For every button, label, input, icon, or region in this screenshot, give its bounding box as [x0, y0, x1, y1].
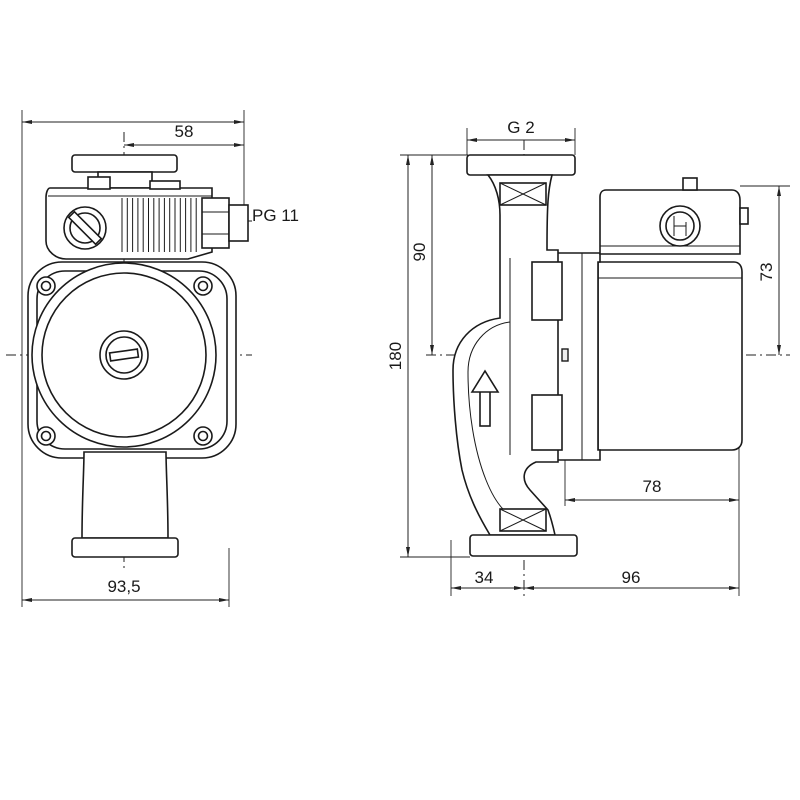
dimension-label-96: 96 [622, 568, 641, 587]
dimension-label-58: 58 [175, 122, 194, 141]
vent-plug-slot [108, 348, 140, 362]
bottom-flange-front [71, 537, 179, 558]
dimension-label-78: 78 [643, 477, 662, 496]
terminal-box-tab [87, 176, 111, 190]
bearing-block-lower [531, 394, 563, 451]
bottom-flange-side [469, 534, 578, 557]
motor-housing-front [27, 261, 237, 459]
terminal-box-front [45, 176, 213, 260]
front-view: 58 93,5 [6, 110, 299, 607]
screw-core [197, 430, 209, 442]
speed-switch-symbol [673, 216, 687, 236]
screw-top-left [36, 276, 56, 296]
screw-core [197, 280, 209, 292]
wrench-flat-top [499, 182, 547, 206]
wrench-flat-cross [499, 508, 547, 532]
terminal-box-tab [149, 180, 181, 190]
dimension-label-73: 73 [757, 263, 776, 282]
gland-cap [228, 204, 249, 242]
screw-top-right [193, 276, 213, 296]
dimension-label-180: 180 [386, 342, 405, 370]
gland-nut [201, 197, 230, 249]
terminal-box-side [599, 177, 749, 255]
terminal-box-top-knob [682, 177, 698, 191]
terminal-box-ribs [121, 198, 197, 252]
pump-housing-side [452, 174, 559, 536]
side-view: G 2 180 90 73 78 34 96 [386, 118, 790, 596]
thread-label-g2: G 2 [507, 118, 534, 137]
screw-core [40, 430, 52, 442]
wrench-flat-bottom [499, 508, 547, 532]
motor-flange-side [555, 252, 601, 461]
top-flange-side [466, 154, 576, 176]
top-flange-front [71, 154, 178, 173]
cable-gland [201, 197, 252, 249]
wrench-flat-cross [499, 182, 547, 206]
corner-screws [36, 276, 213, 446]
terminal-box-side-latch [739, 207, 749, 225]
lid-screw-slot [67, 210, 103, 246]
screw-core [40, 280, 52, 292]
housing-marker [561, 348, 569, 362]
motor-body-side [597, 261, 743, 451]
dimension-label-90: 90 [410, 243, 429, 262]
screw-bottom-right [193, 426, 213, 446]
arrow-shaft [479, 389, 491, 427]
flow-direction-arrow-icon [470, 369, 500, 427]
bottom-neck-front [81, 451, 169, 539]
dimension-label-34: 34 [475, 568, 494, 587]
dimension-label-93-5: 93,5 [107, 577, 140, 596]
cable-gland-label: PG 11 [252, 206, 299, 225]
volute-inner-line [467, 321, 511, 513]
arrow-head [470, 369, 500, 393]
bearing-block-upper [531, 261, 563, 321]
screw-bottom-left [36, 426, 56, 446]
